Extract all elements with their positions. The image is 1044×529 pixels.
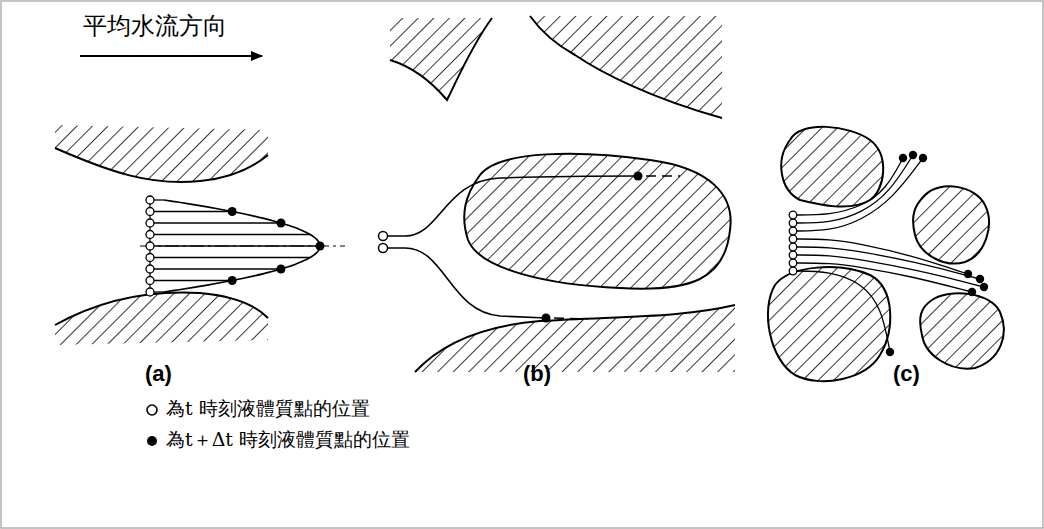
panel-label: (c) [893,361,920,387]
particle-start [789,267,797,275]
streamline [793,263,972,292]
particle-end [316,242,325,251]
streamline [383,176,638,236]
grain-a-top [55,125,268,182]
streamlines-c [789,151,988,356]
particle-start [789,243,797,251]
particle-start [379,244,388,253]
particle-end [542,314,551,323]
streamline [150,280,232,281]
grain-c-topright [913,186,989,263]
grain-b-center [464,154,730,289]
particle-end [980,283,988,291]
particle-end [968,288,976,296]
grain-c-bottomright [920,293,1004,368]
particle-start [146,288,154,296]
streamlines-a [140,196,345,296]
streamline [150,257,310,258]
panel-label: (a) [145,361,172,387]
streamline [383,248,546,318]
grain-c-topleft [781,127,883,207]
grain-b-topright [530,16,722,118]
particle-start [146,254,154,262]
streamline [150,222,281,223]
particle-end [276,219,285,228]
streamline [793,155,913,223]
particle-start [789,251,797,259]
particle-end [976,275,984,283]
streamline [793,255,984,287]
streamline [150,234,310,235]
streamline [793,158,923,231]
streamline [793,158,903,215]
particle-start [146,219,154,227]
particle-start [789,259,797,267]
flow-arrow [80,55,262,57]
particle-start [789,219,797,227]
particle-start [146,208,154,216]
particle-start [146,242,154,250]
particle-end [899,154,907,162]
particle-end [634,172,643,181]
flow-direction-label: 平均水流方向 [83,12,227,41]
panel-label: (b) [523,361,551,387]
legend-text: 為t 時刻液體質點的位置 [166,397,370,420]
particle-end [909,151,917,159]
grain-b-topleft [390,18,492,100]
streamline [793,271,890,352]
streamline [150,211,232,212]
particle-start [379,232,388,241]
particle-start [146,196,154,204]
particle-start [789,235,797,243]
legend-filled-circle [147,436,157,446]
particle-start [789,211,797,219]
particle-start [146,277,154,285]
centerline [140,245,345,246]
grain-c-bottomleft [768,267,890,381]
particle-end [228,276,237,285]
particle-end [919,154,927,162]
particle-end [886,348,894,356]
particle-end [276,265,285,274]
streamline-dashed [554,318,588,319]
grain-b-bottom [415,305,735,372]
particle-start [146,265,154,273]
streamline-dashed [646,175,680,177]
grain-a-bottom [55,292,268,345]
particle-start [789,227,797,235]
streamline [150,268,281,269]
legend-open-circle [147,405,157,415]
particle-end [228,207,237,216]
particle-start [146,231,154,239]
legend-text: 為t＋Δt 時刻液體質點的位置 [166,428,410,451]
